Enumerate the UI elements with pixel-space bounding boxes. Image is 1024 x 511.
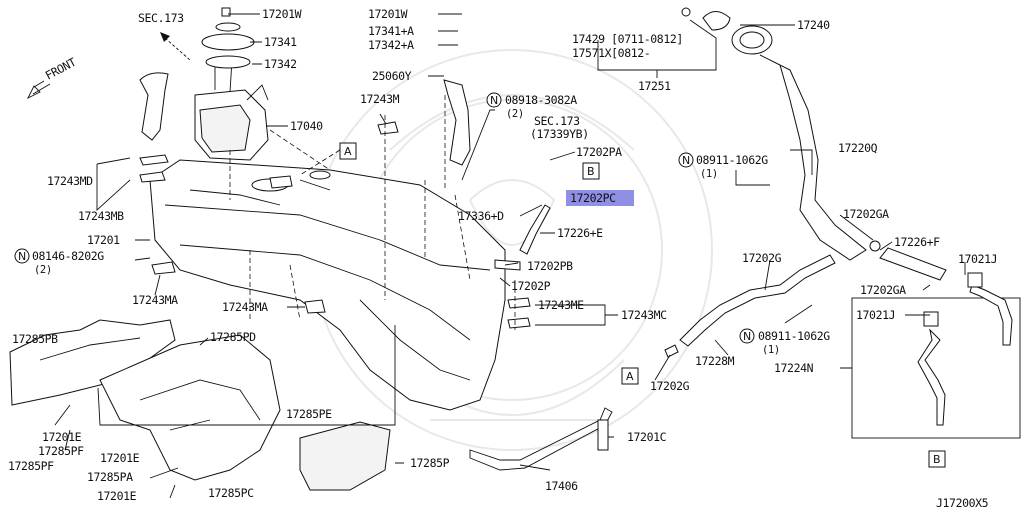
label-17201E-a: 17201E: [42, 430, 82, 444]
label-17224N: 17224N: [774, 361, 814, 375]
svg-text:N: N: [743, 330, 751, 343]
label-sec173-b: SEC.173: [534, 114, 580, 128]
highlight-17202PC: [566, 190, 634, 206]
ref-box-B2: B: [928, 450, 946, 468]
label-17243MB: 17243MB: [78, 209, 124, 223]
heat-shields: [9, 319, 391, 491]
ref-box-A1: A: [339, 142, 357, 160]
label-17243ME: 17243ME: [538, 298, 584, 312]
label-17040: 17040: [290, 119, 323, 133]
ref-box-B1: B: [582, 162, 600, 180]
label-17226E: 17226+E: [557, 226, 603, 240]
label-17285P: 17285P: [410, 456, 450, 470]
label-17202PA: 17202PA: [576, 145, 622, 159]
svg-text:N: N: [18, 250, 26, 263]
label-qty-2b: (2): [34, 264, 52, 276]
label-17201: 17201: [87, 233, 120, 247]
label-17202GA-a: 17202GA: [843, 207, 889, 221]
n-marker-2: N: [14, 248, 30, 264]
hoses: [443, 79, 836, 358]
svg-text:N: N: [682, 154, 690, 167]
svg-text:B: B: [587, 165, 595, 178]
sec173-arrow-a: [160, 32, 191, 61]
label-17243MA-a: 17243MA: [132, 293, 178, 307]
pads: [139, 121, 531, 329]
label-17243M: 17243M: [360, 92, 400, 106]
label-17021J-b: 17021J: [856, 308, 895, 322]
label-08146: 08146-8202G: [32, 249, 104, 263]
label-sec173-a: SEC.173: [138, 11, 184, 25]
label-17226F: 17226+F: [894, 235, 940, 249]
front-arrow: FRONT: [26, 55, 79, 100]
label-17202P: 17202P: [511, 279, 551, 293]
label-08918: 08918-3082A: [505, 93, 577, 107]
svg-text:A: A: [626, 370, 634, 383]
n-marker-1: N: [486, 92, 502, 108]
part-labels: SEC.173 17201W 17341 17342 17040 17201W …: [8, 7, 998, 510]
label-17336D: 17336+D: [458, 209, 504, 223]
filler-neck: [681, 7, 947, 281]
label-qty-1a: (1): [700, 168, 718, 180]
label-08911-b: 08911-1062G: [758, 329, 830, 343]
n-marker-4: N: [739, 328, 755, 344]
tank-strap: [469, 407, 613, 471]
label-17285PF-b: 17285PF: [8, 459, 54, 473]
vapor-tube-box: [851, 272, 1021, 439]
label-qty-2a: (2): [506, 108, 524, 120]
label-17202PC: 17202PC: [570, 191, 616, 205]
label-17202G-b: 17202G: [650, 379, 690, 393]
label-17341: 17341: [264, 35, 297, 49]
label-17202GA-b: 17202GA: [860, 283, 906, 297]
label-17240: 17240: [797, 18, 830, 32]
label-17285PE: 17285PE: [286, 407, 332, 421]
label-17406: 17406: [545, 479, 578, 493]
label-17285PC: 17285PC: [208, 486, 254, 500]
label-17243MC: 17243MC: [621, 308, 667, 322]
svg-text:N: N: [490, 94, 498, 107]
label-25060Y: 25060Y: [372, 69, 412, 83]
label-17228M: 17228M: [695, 354, 735, 368]
label-17201W-b: 17201W: [368, 7, 408, 21]
label-17021J-a: 17021J: [958, 252, 997, 266]
n-marker-3: N: [678, 152, 694, 168]
svg-text:FRONT: FRONT: [43, 55, 79, 83]
label-17429: 17429 [0711-0812]: [572, 32, 683, 46]
label-sec173-b-ref: (17339YB): [530, 127, 589, 141]
svg-text:B: B: [933, 453, 941, 466]
label-17285PD: 17285PD: [210, 330, 256, 344]
label-17201E-c: 17201E: [97, 489, 137, 503]
label-17285PF-a: 17285PF: [38, 444, 84, 458]
label-qty-1b: (1): [762, 344, 780, 356]
label-17342: 17342: [264, 57, 297, 71]
label-17251: 17251: [638, 79, 671, 93]
label-17220Q: 17220Q: [838, 141, 878, 155]
diagram-code: J17200X5: [936, 496, 988, 510]
svg-text:A: A: [344, 145, 352, 158]
label-17201W-a: 17201W: [262, 7, 302, 21]
fuel-tank: [149, 159, 506, 411]
label-17243MA-b: 17243MA: [222, 300, 268, 314]
label-08911-a: 08911-1062G: [696, 153, 768, 167]
label-17342A: 17342+A: [368, 38, 414, 52]
fuel-pump-module: [139, 7, 269, 161]
label-17285PB: 17285PB: [12, 332, 58, 346]
label-17243MD: 17243MD: [47, 174, 93, 188]
label-17202G-a: 17202G: [742, 251, 782, 265]
label-17341A: 17341+A: [368, 24, 414, 38]
label-17201C: 17201C: [627, 430, 667, 444]
guide-lines: [229, 95, 516, 330]
label-17285PA: 17285PA: [87, 470, 133, 484]
label-17201E-b: 17201E: [100, 451, 140, 465]
label-17202PB: 17202PB: [527, 259, 573, 273]
ref-box-A2: A: [621, 367, 639, 385]
label-17571X: 17571X[0812-: [572, 46, 650, 60]
leader-lines: [54, 13, 966, 499]
